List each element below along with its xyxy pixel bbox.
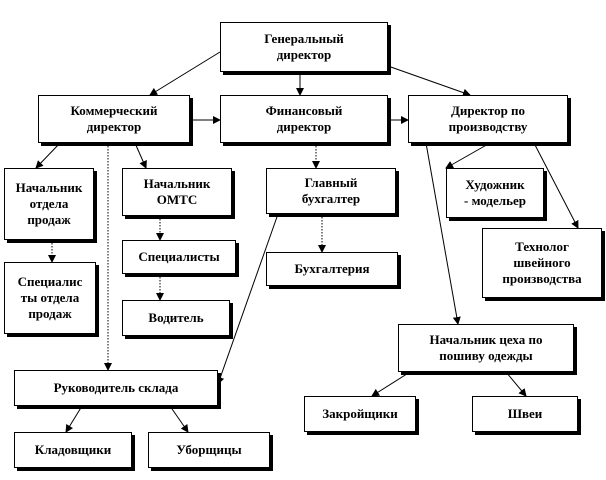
node-sales-specialists: Специалис ты отдела продаж	[4, 262, 96, 334]
node-driver: Водитель	[122, 300, 230, 336]
node-production-director: Директор по производству	[408, 95, 568, 143]
connector-commercial-director-to-head-omts	[134, 142, 147, 169]
connector-sewing-shop-head-to-seamstresses	[505, 371, 527, 397]
node-financial-director: Финансовый директор	[220, 95, 388, 143]
node-artist-modeler: Художник - модельер	[446, 168, 544, 218]
connector-warehouse-head-to-cleaners	[169, 405, 189, 433]
connector-chief-accountant-to-warehouse-head	[216, 213, 279, 385]
connector-commercial-director-to-head-sales	[35, 142, 61, 169]
node-storekeepers: Кладовщики	[14, 432, 132, 468]
node-warehouse-head: Руководитель склада	[14, 370, 218, 406]
node-specialists: Специалисты	[122, 240, 236, 274]
node-seamstresses: Швеи	[472, 396, 578, 432]
node-commercial-director: Коммерческий директор	[38, 95, 190, 143]
node-sewing-shop-head: Начальник цеха по пошиву одежды	[398, 324, 574, 372]
node-general-director: Генеральный директор	[220, 22, 388, 72]
node-head-of-sales: Начальник отдела продаж	[4, 168, 94, 240]
node-accounting: Бухгалтерия	[266, 252, 398, 286]
node-cleaners: Уборщицы	[148, 432, 270, 468]
node-chief-accountant: Главный бухгалтер	[266, 168, 396, 214]
connector-warehouse-head-to-storekeepers	[65, 405, 83, 433]
connector-general-director-to-commercial-director	[149, 51, 221, 96]
connector-sewing-shop-head-to-cutters	[371, 371, 411, 397]
connector-production-director-to-technologist	[533, 142, 579, 229]
node-cutters: Закройщики	[304, 396, 416, 432]
connector-production-director-to-artist-modeler	[445, 142, 491, 169]
node-technologist: Технолог швейного производства	[482, 228, 602, 298]
node-head-of-omts: Начальник ОМТС	[122, 168, 232, 216]
connector-general-director-to-production-director	[387, 65, 471, 97]
connector-production-director-to-sewing-shop-head	[425, 142, 461, 325]
